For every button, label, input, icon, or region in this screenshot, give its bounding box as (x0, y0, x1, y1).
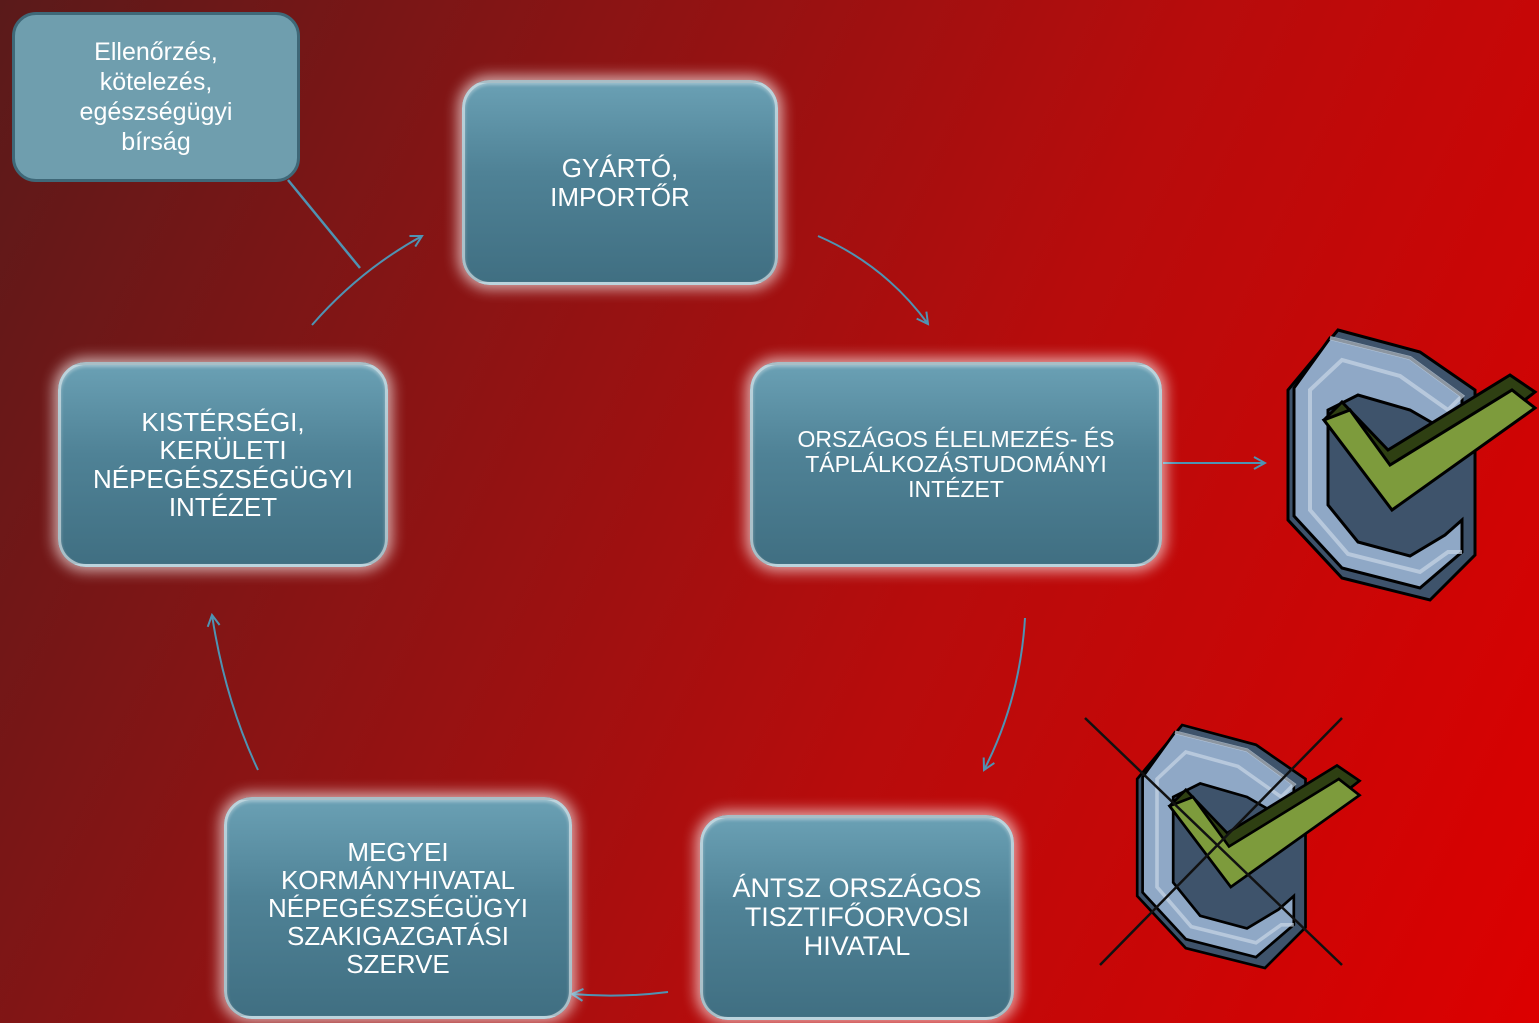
node-label-line: NÉPEGÉSZSÉGÜGYI (267, 892, 529, 923)
node-gyarto: GYÁRTÓ, IMPORTŐR (462, 80, 778, 285)
node-label-line: MEGYEI (347, 836, 449, 867)
node-label-line: IMPORTŐR (550, 181, 690, 212)
node-label-line: ORSZÁGOS ÉLELMEZÉS- ÉS (797, 426, 1115, 453)
node-label-line: NÉPEGÉSZSÉGÜGYI (92, 463, 354, 494)
node-label-line: TISZTIFŐORVOSI (744, 901, 970, 932)
node-label-line: HIVATAL (803, 931, 911, 962)
node-label-line: KERÜLETI (159, 435, 287, 466)
note-line: Ellenőrzés, (94, 38, 218, 66)
arrow-megyei-to-kisterségi (212, 615, 259, 771)
node-megyei: MEGYEI KORMÁNYHIVATAL NÉPEGÉSZSÉGÜGYI SZ… (224, 797, 572, 1019)
node-label-line: GYÁRTÓ, (561, 153, 679, 184)
node-label-line: KORMÁNYHIVATAL (280, 864, 516, 895)
node-label-line: KISTÉRSÉGI, (141, 407, 305, 438)
node-label-line: INTÉZET (908, 475, 1004, 502)
node-label-line: TÁPLÁLKOZÁSTUDOMÁNYI (805, 451, 1107, 478)
arrow-gyarto-to-oeti (817, 235, 928, 324)
node-antsz: ÁNTSZ ORSZÁGOS TISZTIFŐORVOSI HIVATAL (700, 815, 1014, 1020)
node-label-line: ÁNTSZ ORSZÁGOS (732, 872, 982, 903)
note-line: kötelezés, (99, 68, 213, 96)
node-oeti: ORSZÁGOS ÉLELMEZÉS- ÉS TÁPLÁLKOZÁSTUDOMÁ… (750, 362, 1162, 567)
cross-line (1099, 717, 1343, 966)
note-connector-line (287, 179, 361, 269)
node-label-line: INTÉZET (168, 491, 278, 522)
node-label-line: SZERVE (346, 949, 450, 980)
node-kisterségi: KISTÉRSÉGI, KERÜLETI NÉPEGÉSZSÉGÜGYI INT… (58, 362, 388, 567)
enforcement-note: Ellenőrzés, kötelezés, egészségügyi bírs… (12, 12, 300, 182)
node-label-line: SZAKIGAZGATÁSI (286, 921, 509, 952)
note-line: bírság (121, 128, 191, 156)
arrow-kisterségi-to-gyarto (311, 236, 422, 326)
note-line: egészségügyi (79, 98, 233, 126)
cross-line (1084, 717, 1343, 966)
arrow-oeti-to-antsz (984, 617, 1026, 770)
arrow-antsz-to-megyei (572, 992, 669, 996)
